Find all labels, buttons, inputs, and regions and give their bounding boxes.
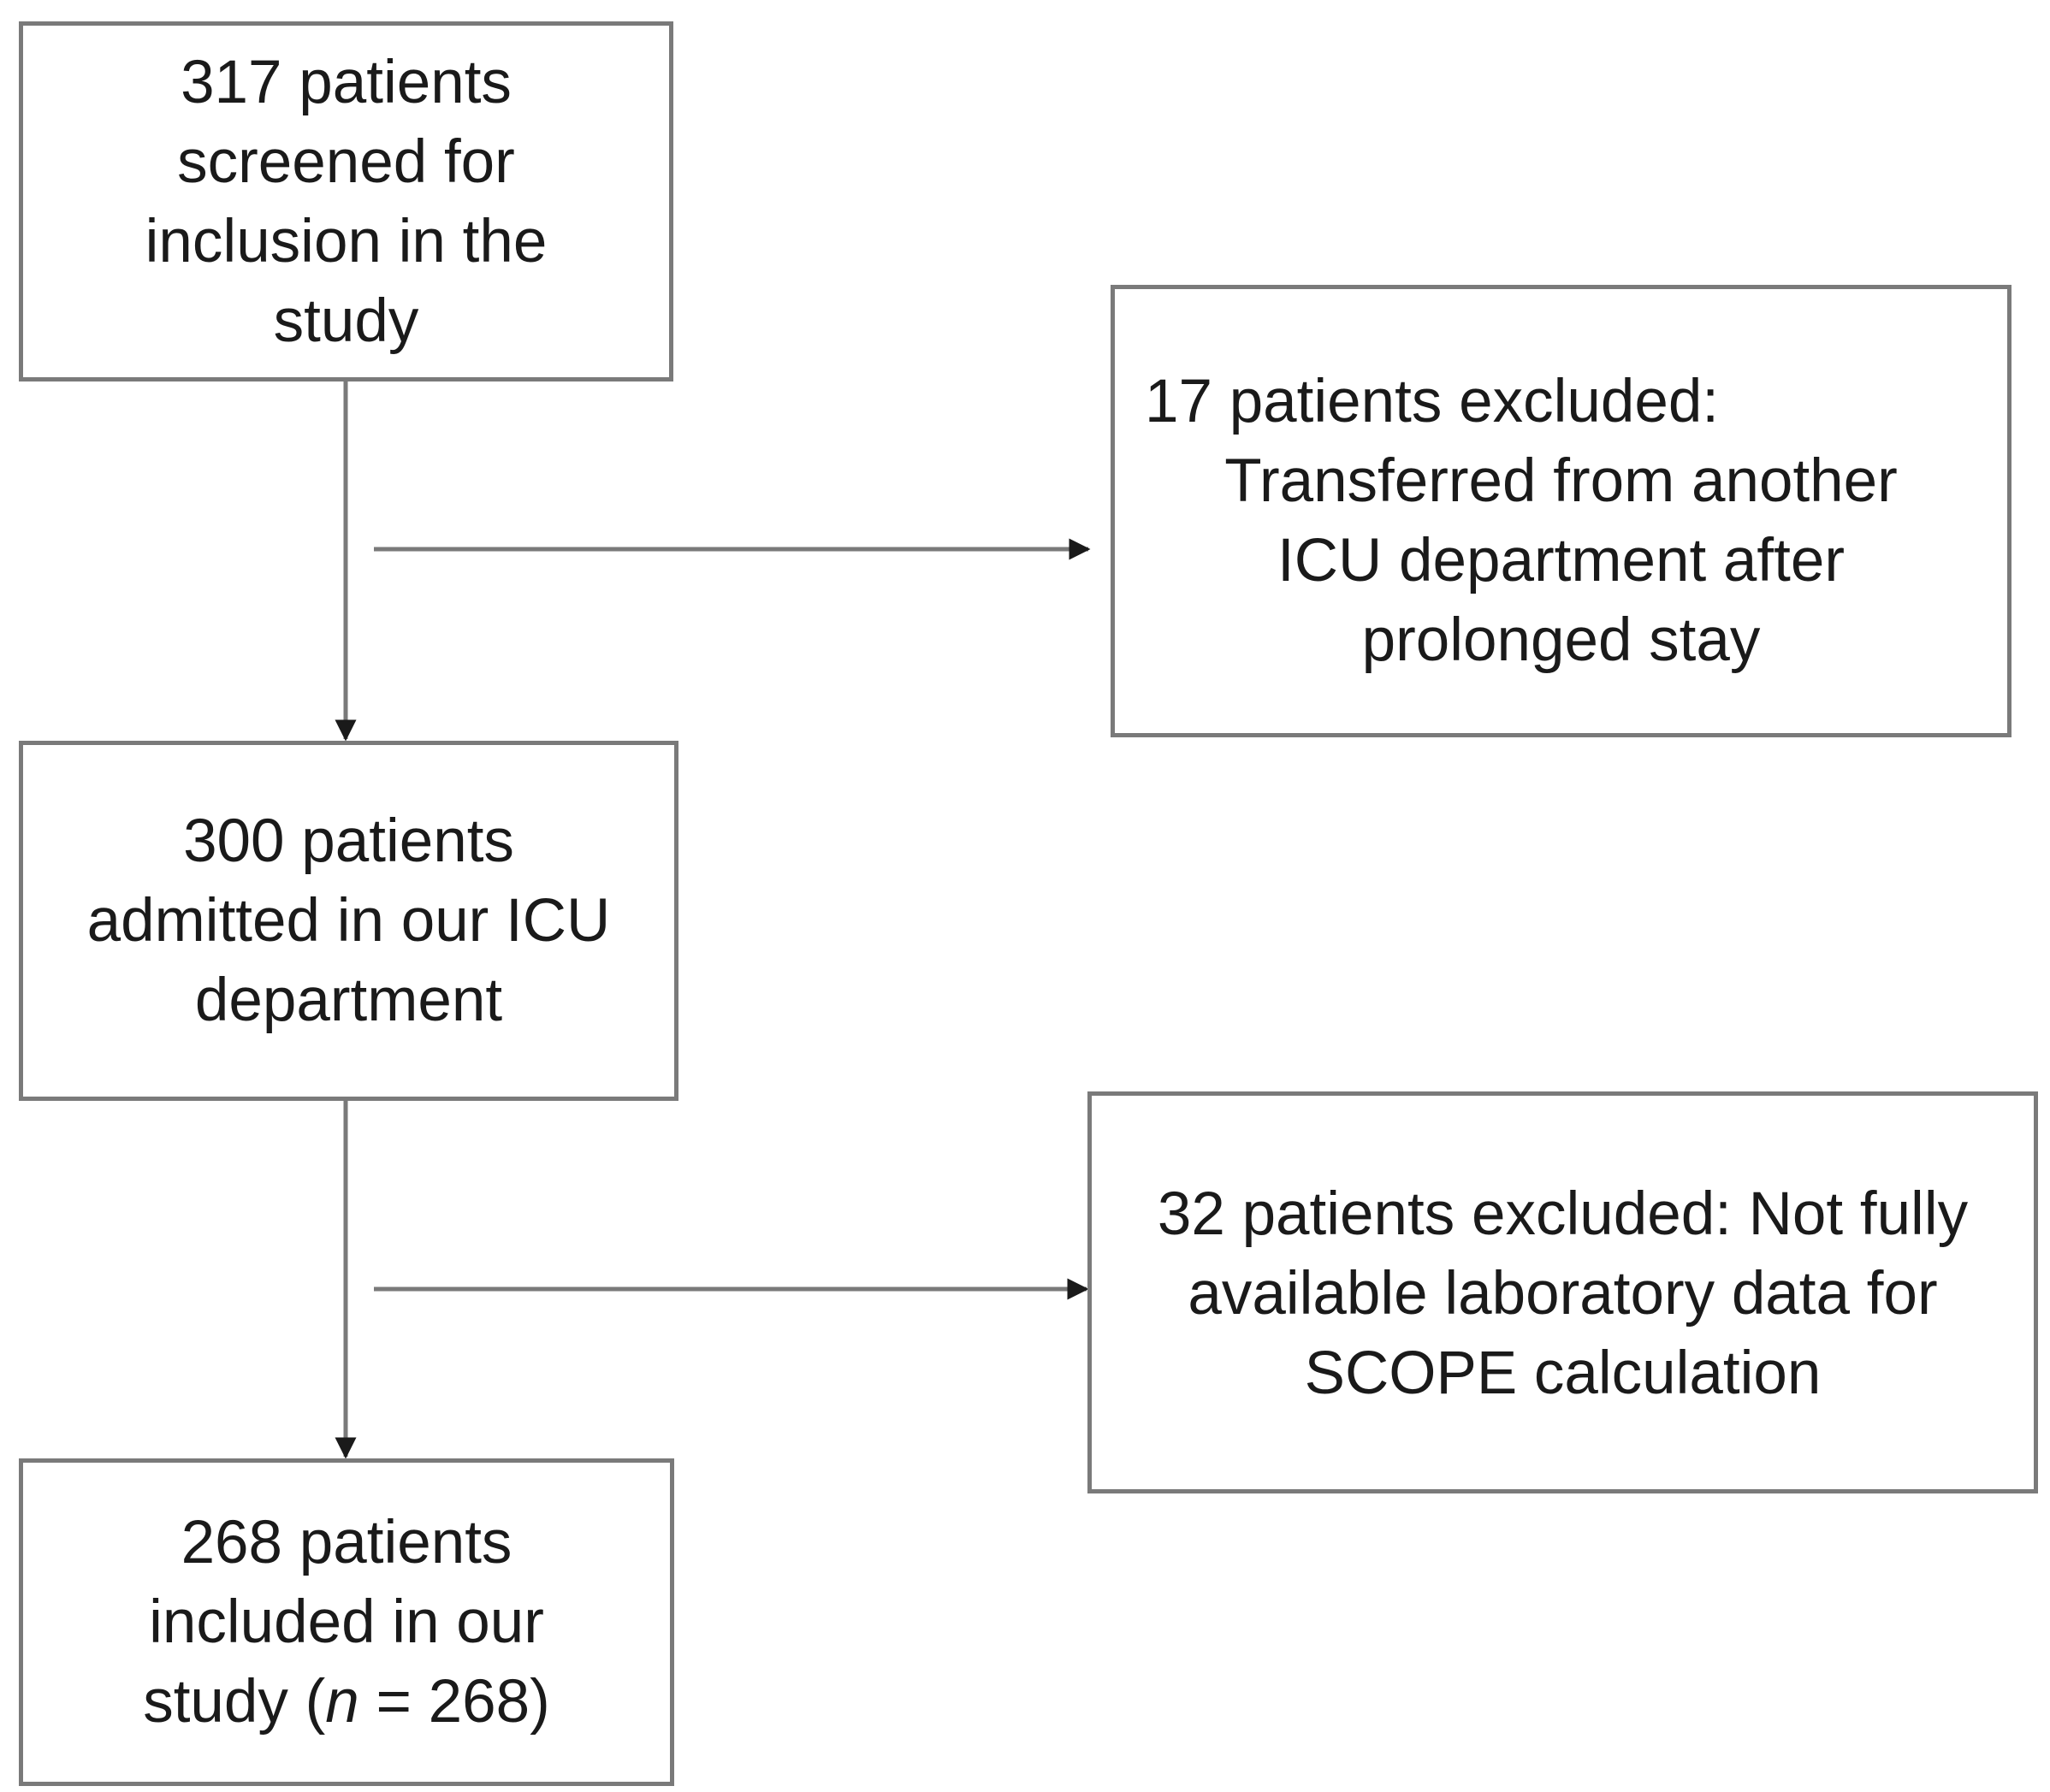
node-admitted: 300 patients admitted in our ICU departm… — [19, 741, 678, 1101]
node-text-line: 300 patients — [183, 807, 514, 875]
node-heading: 17 patients excluded: — [1145, 368, 1720, 435]
node-text-line-last: study (n = 268) — [143, 1662, 550, 1742]
node-body: Transferred from another ICU department … — [1115, 441, 2007, 680]
node-included: 268 patients included in our study (n = … — [19, 1458, 674, 1786]
node-text-line: prolonged stay — [1361, 606, 1761, 674]
node-text-line: available laboratory data for — [1188, 1260, 1938, 1328]
node-text-line: department — [194, 967, 503, 1034]
node-text-line: 317 patients — [181, 48, 512, 116]
sample-size-symbol: n — [325, 1668, 359, 1736]
node-text-line: study — [273, 287, 419, 355]
node-text-line: SCOPE calculation — [1304, 1340, 1822, 1407]
text-prefix: study ( — [143, 1668, 326, 1736]
node-excluded-1: 17 patients excluded: Transferred from a… — [1111, 285, 2011, 737]
node-text-line: ICU department after — [1277, 527, 1845, 594]
node-body: 32 patients excluded: Not fully availabl… — [1092, 1174, 2034, 1413]
node-excluded-2: 32 patients excluded: Not fully availabl… — [1087, 1091, 2038, 1493]
node-text-line: screened for — [177, 127, 515, 196]
node-screened: 317 patients screened for inclusion in t… — [19, 21, 673, 381]
node-text-line: included in our — [149, 1588, 544, 1656]
node-text-line: inclusion in the — [145, 207, 548, 275]
node-text-line: Transferred from another — [1224, 447, 1898, 515]
node-text-line: 32 patients excluded: Not fully — [1157, 1180, 1969, 1248]
node-text-line: admitted in our ICU — [86, 887, 611, 955]
node-text-line: 268 patients — [181, 1509, 512, 1576]
text-suffix: = 268) — [358, 1668, 550, 1736]
